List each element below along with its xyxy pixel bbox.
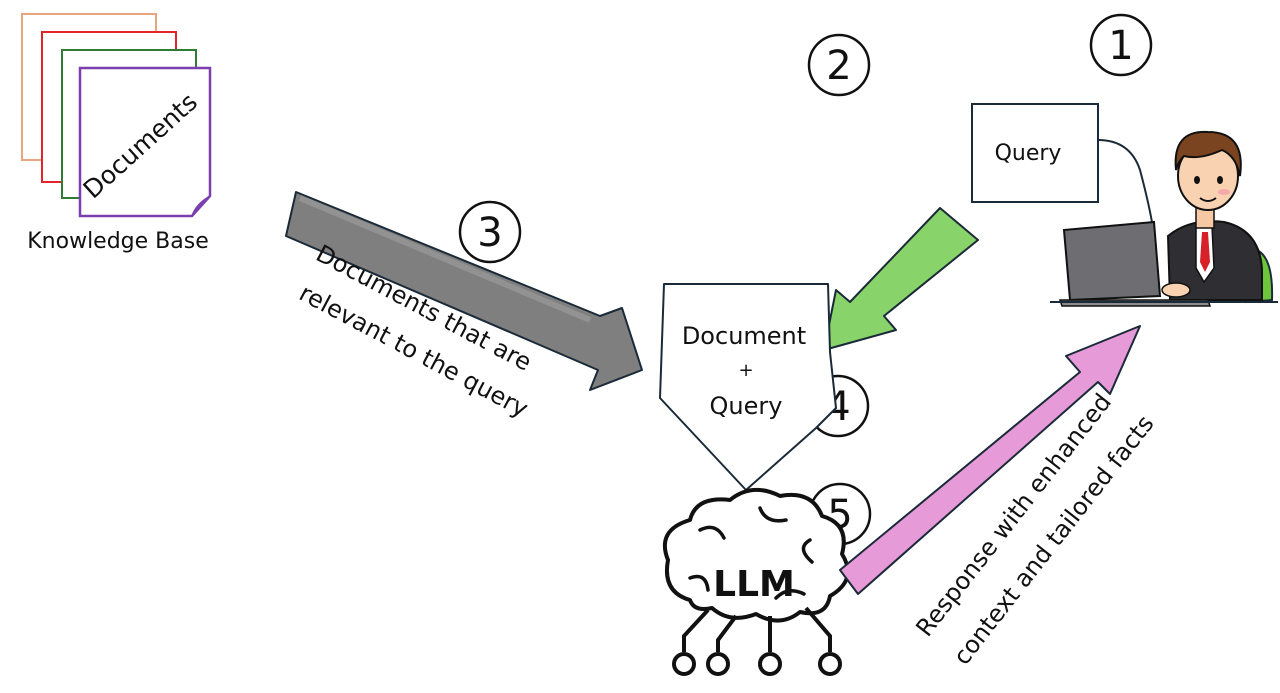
step-2-badge: 2 bbox=[807, 33, 871, 97]
step-2-number: 2 bbox=[826, 43, 851, 89]
user-at-laptop-icon bbox=[1050, 130, 1278, 307]
query-arrow bbox=[823, 207, 979, 351]
combined-line-3: Query bbox=[710, 392, 783, 420]
document-query-box: Document + Query bbox=[659, 283, 837, 491]
document-sheet-4 bbox=[78, 66, 212, 218]
documents-stack-icon: Documents bbox=[21, 13, 212, 218]
query-label: Query bbox=[995, 141, 1062, 166]
combined-line-2: + bbox=[738, 360, 753, 381]
step-1-badge: 1 bbox=[1089, 13, 1153, 77]
llm-label: LLM bbox=[713, 564, 795, 605]
query-box: Query bbox=[971, 103, 1153, 223]
llm-brain-icon: LLM bbox=[662, 488, 850, 676]
step-1-number: 1 bbox=[1108, 23, 1133, 69]
llm-circuit-legs bbox=[672, 606, 842, 676]
step-3-badge: 3 bbox=[458, 200, 522, 264]
step-3-number: 3 bbox=[477, 210, 502, 256]
knowledge-base-caption: Knowledge Base bbox=[27, 229, 209, 254]
retrieval-arrow bbox=[285, 191, 643, 391]
response-arrow bbox=[839, 325, 1141, 595]
document-page-curl bbox=[191, 195, 211, 217]
combined-line-1: Document bbox=[682, 322, 806, 350]
